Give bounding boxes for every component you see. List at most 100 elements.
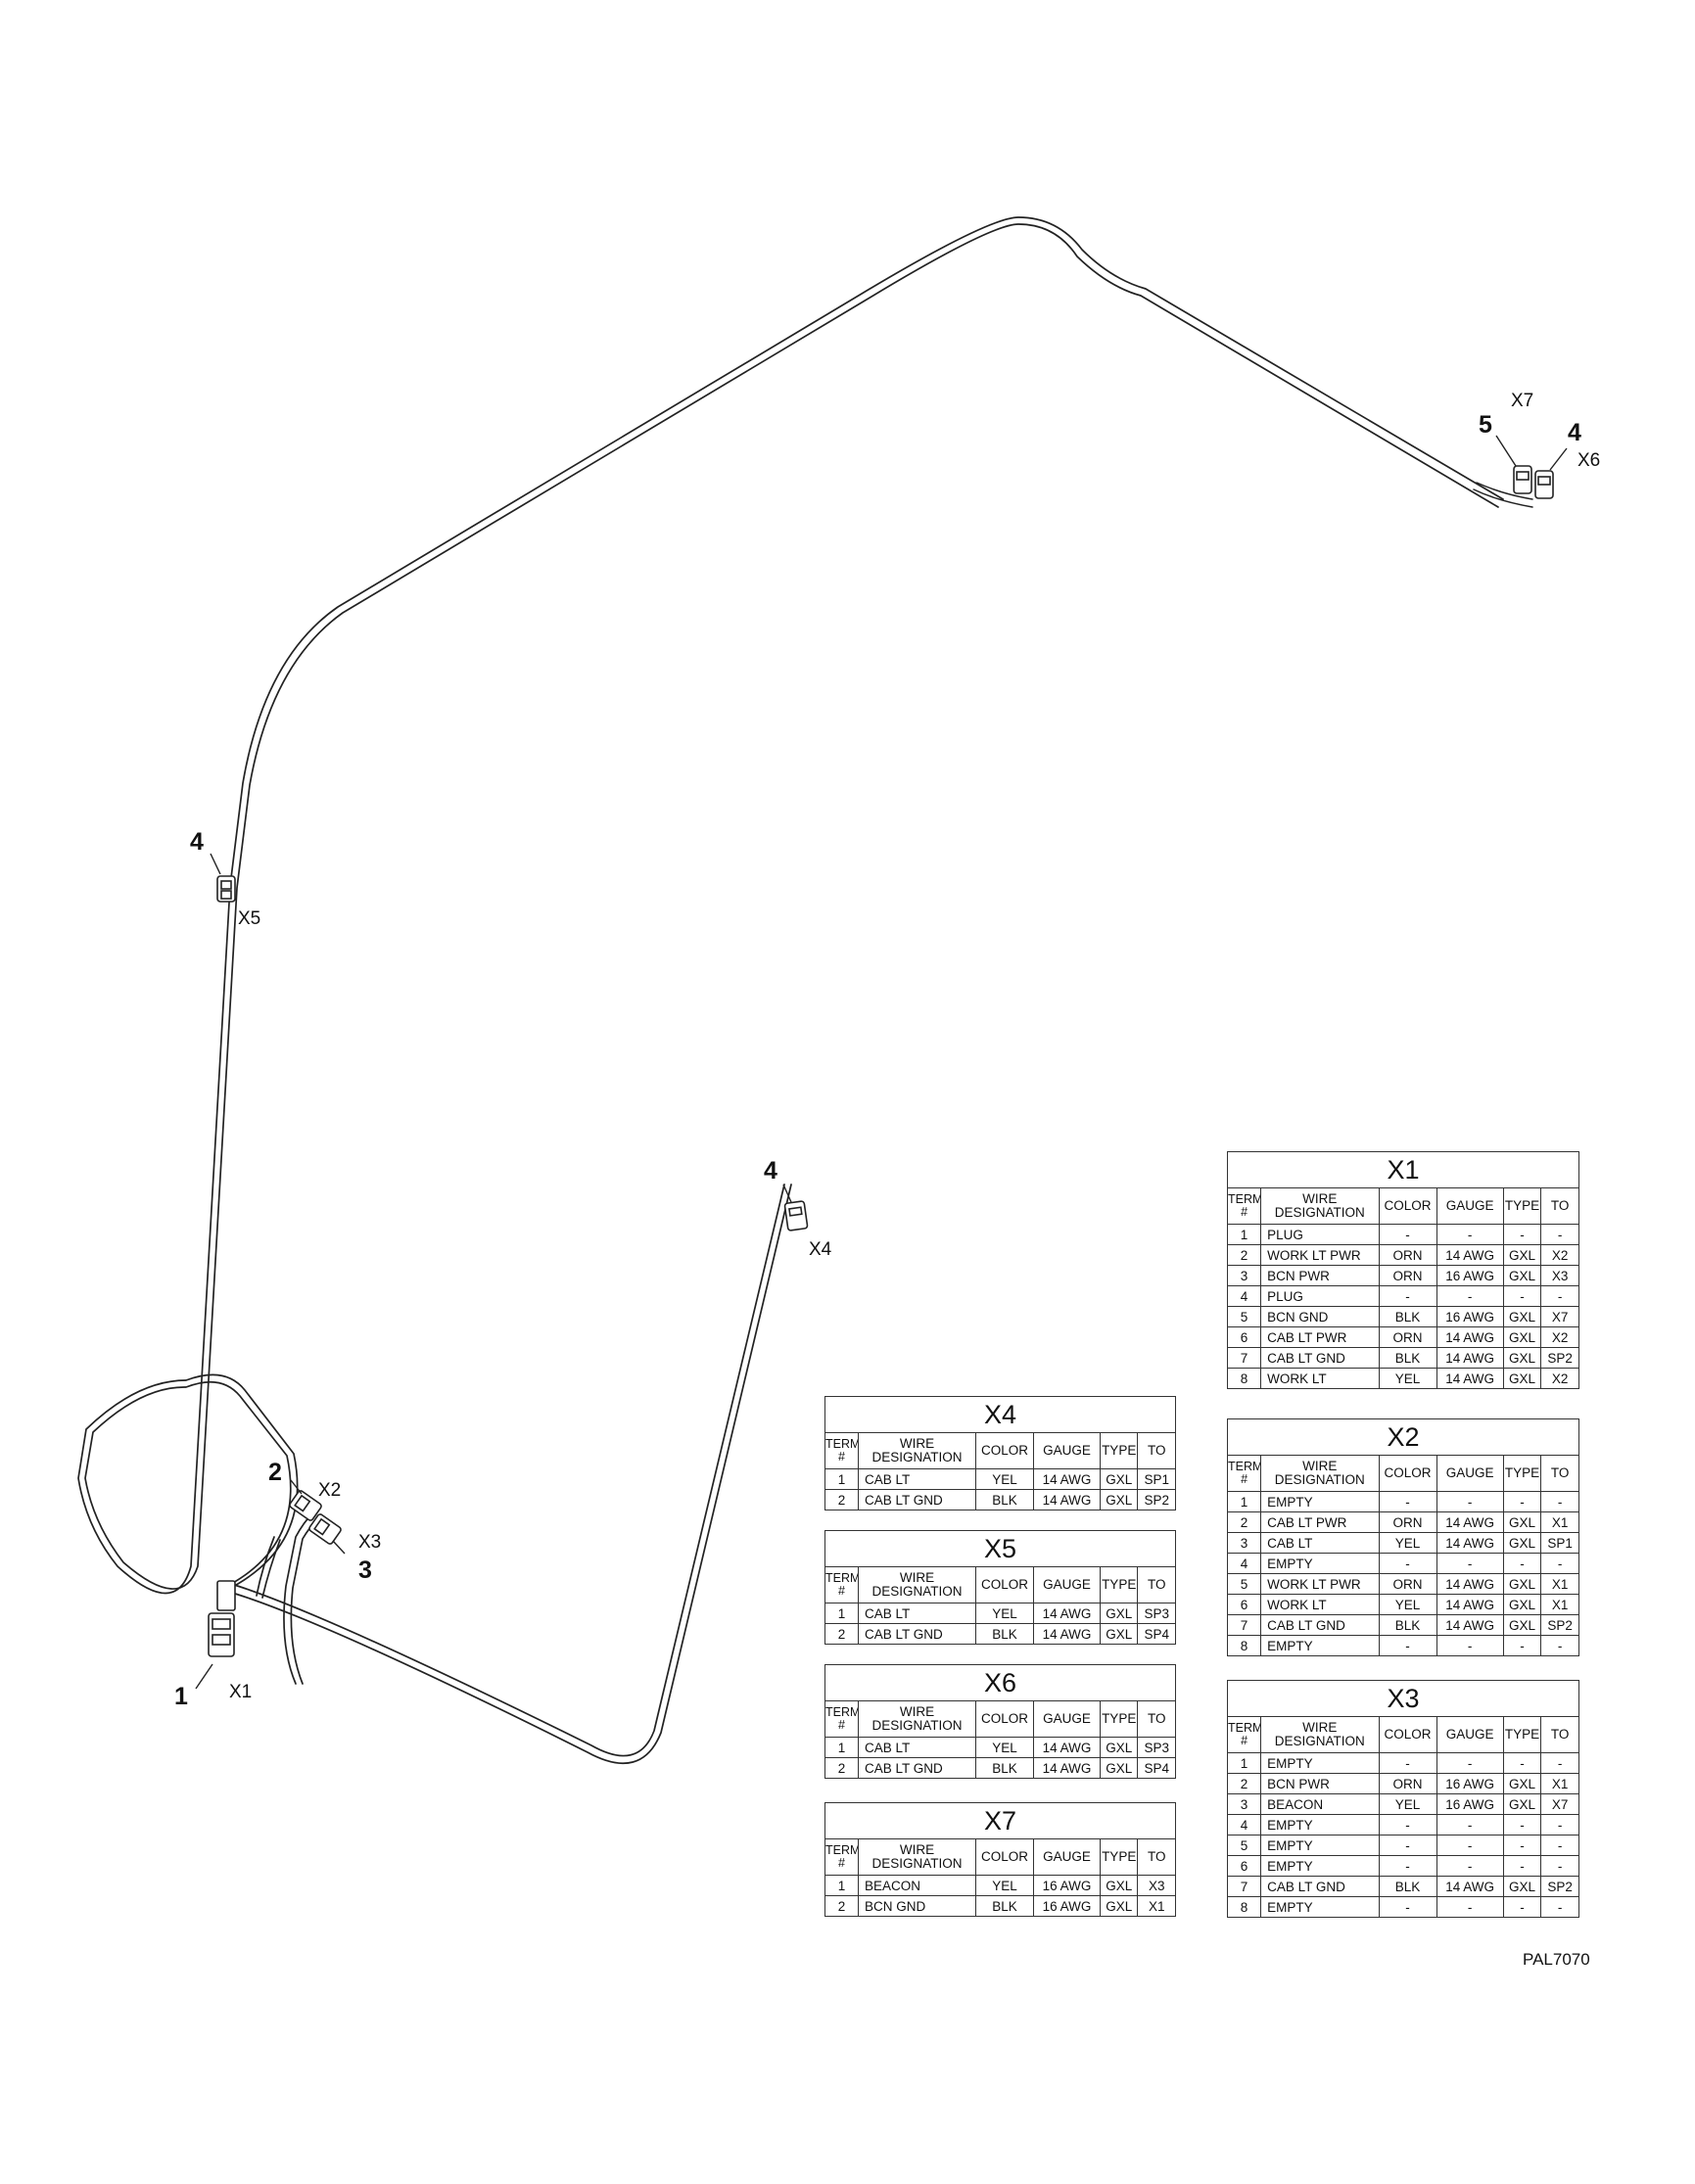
table-cell-gauge: - [1436,1285,1504,1307]
table-cell-to: X1 [1540,1511,1579,1533]
table-cell-wire-designation: EMPTY [1260,1835,1380,1856]
table-cell-term: 6 [1226,1326,1262,1348]
table-cell-to: X1 [1137,1895,1176,1917]
table-cell-term: 7 [1226,1614,1262,1636]
table-cell-wire-designation: WORK LT PWR [1260,1244,1380,1266]
table-cell-gauge: 14 AWG [1436,1347,1504,1369]
branch-x2-x3 [283,1511,314,1685]
table-cell-gauge: 14 AWG [1436,1573,1504,1595]
column-header-type: TYPE [1099,1700,1139,1738]
table-cell-wire-designation: EMPTY [1260,1752,1380,1774]
column-header-gauge: GAUGE [1436,1716,1504,1753]
table-cell-wire-designation: CAB LT GND [1260,1876,1380,1897]
table-cell-to: - [1540,1635,1579,1656]
label-x2: X2 [318,1480,341,1501]
table-cell-term: 1 [824,1468,859,1490]
table-cell-term: 4 [1226,1814,1262,1835]
table-cell-type: GXL [1502,1326,1542,1348]
table-cell-type: - [1502,1835,1542,1856]
table-cell-gauge: - [1436,1896,1504,1918]
table-cell-type: GXL [1502,1244,1542,1266]
table-cell-to: X1 [1540,1773,1579,1794]
table-cell-wire-designation: EMPTY [1260,1896,1380,1918]
table-cell-type: GXL [1502,1614,1542,1636]
table-cell-gauge: 16 AWG [1436,1265,1504,1286]
table-cell-gauge: 14 AWG [1436,1532,1504,1554]
table-cell-wire-designation: EMPTY [1260,1814,1380,1835]
callout-4-x6: 4 [1568,419,1581,446]
table-cell-to: SP2 [1137,1489,1176,1510]
table-cell-type: GXL [1502,1573,1542,1595]
table-cell-wire-designation: BEACON [857,1875,977,1896]
table-cell-type: GXL [1099,1489,1139,1510]
table-cell-gauge: 14 AWG [1032,1489,1101,1510]
table-cell-type: - [1502,1491,1542,1512]
table-cell-term: 1 [1226,1752,1262,1774]
table-cell-term: 8 [1226,1368,1262,1389]
column-header-gauge: GAUGE [1032,1566,1101,1603]
table-cell-color: BLK [975,1757,1034,1779]
label-x7: X7 [1511,391,1533,411]
table-title-x2: X2 [1227,1418,1579,1456]
table-cell-wire-designation: CAB LT GND [857,1489,977,1510]
column-header-wire-designation: WIRE DESIGNATION [1260,1716,1380,1753]
column-header-wire-designation: WIRE DESIGNATION [1260,1455,1380,1492]
table-title-x5: X5 [824,1530,1176,1567]
table-cell-wire-designation: BCN GND [857,1895,977,1917]
table-cell-gauge: 14 AWG [1032,1468,1101,1490]
table-cell-color: - [1378,1491,1437,1512]
table-cell-wire-designation: CAB LT [857,1603,977,1624]
table-cell-type: GXL [1502,1793,1542,1815]
connector-x4-body [783,1200,809,1231]
table-cell-term: 6 [1226,1594,1262,1615]
connector-x3-body [308,1513,342,1545]
table-cell-color: YEL [975,1737,1034,1758]
column-header-term: TERM # [1226,1716,1262,1753]
table-cell-term: 1 [1226,1224,1262,1245]
table-cell-wire-designation: CAB LT [857,1737,977,1758]
table-cell-term: 4 [1226,1553,1262,1574]
table-cell-color: YEL [1378,1532,1437,1554]
table-cell-gauge: 16 AWG [1032,1895,1101,1917]
column-header-color: COLOR [975,1700,1034,1738]
table-cell-gauge: - [1436,1553,1504,1574]
column-header-wire-designation: WIRE DESIGNATION [857,1566,977,1603]
harness-main-inner [84,223,1499,1757]
table-cell-color: - [1378,1896,1437,1918]
table-cell-type: GXL [1099,1468,1139,1490]
callout-1: 1 [174,1683,188,1710]
table-cell-color: BLK [1378,1614,1437,1636]
table-cell-to: - [1540,1285,1579,1307]
table-cell-term: 8 [1226,1635,1262,1656]
column-header-to: TO [1137,1432,1176,1469]
table-cell-gauge: - [1436,1835,1504,1856]
table-cell-to: SP4 [1137,1757,1176,1779]
table-cell-gauge: 16 AWG [1436,1793,1504,1815]
table-cell-to: - [1540,1814,1579,1835]
table-cell-wire-designation: CAB LT GND [1260,1614,1380,1636]
table-cell-type: - [1502,1752,1542,1774]
table-cell-gauge: - [1436,1635,1504,1656]
table-title-x4: X4 [824,1396,1176,1433]
column-header-to: TO [1137,1700,1176,1738]
table-cell-color: - [1378,1835,1437,1856]
table-cell-wire-designation: EMPTY [1260,1491,1380,1512]
table-cell-gauge: 16 AWG [1436,1306,1504,1327]
table-cell-gauge: - [1436,1814,1504,1835]
table-cell-gauge: - [1436,1752,1504,1774]
label-x4: X4 [809,1239,832,1260]
table-cell-color: ORN [1378,1773,1437,1794]
